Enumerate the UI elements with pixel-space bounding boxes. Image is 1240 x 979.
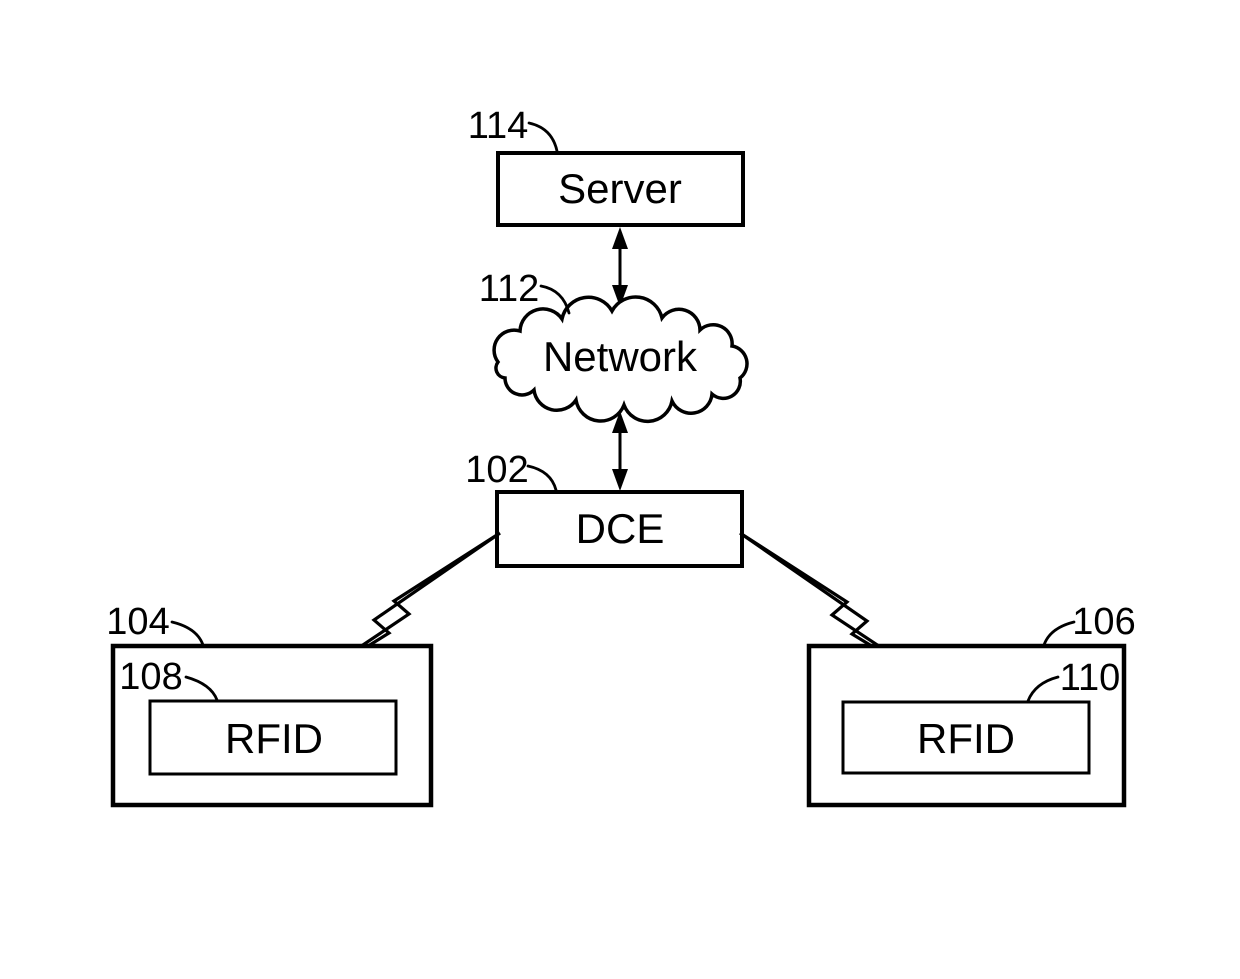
ref-label-dce: 102 — [465, 449, 528, 491]
arrow-head-up-icon — [612, 411, 628, 433]
leader-line-server — [527, 121, 559, 153]
ref-label-server: 114 — [468, 105, 529, 147]
server-box — [496, 151, 745, 227]
leader-line-rfid-left — [184, 675, 219, 702]
network-label: Network — [543, 333, 698, 380]
rfid-left-label: RFID — [225, 715, 323, 762]
ref-label-enclosure-left: 104 — [106, 601, 169, 643]
arrow-head-up-icon — [612, 227, 628, 249]
arrow-head-down-icon — [612, 285, 628, 307]
ref-label-rfid-left: 108 — [119, 656, 182, 698]
ref-label-network: 112 — [479, 268, 540, 310]
dce-label: DCE — [576, 505, 665, 552]
server-label: Server — [558, 165, 682, 212]
leader-line-enclosure-right — [1042, 620, 1076, 647]
arrow-head-down-icon — [612, 469, 628, 491]
leader-line-enclosure-left — [170, 620, 205, 647]
leader-line-network — [539, 284, 571, 315]
leader-line-dce — [526, 464, 558, 492]
rfid-right-box — [841, 700, 1091, 775]
arrow-server-network — [612, 227, 628, 307]
ref-label-rfid-right: 110 — [1060, 657, 1121, 699]
dce-box — [495, 490, 744, 568]
ref-label-enclosure-right: 106 — [1072, 601, 1135, 643]
rfid-right-label: RFID — [917, 715, 1015, 762]
rfid-left-box — [148, 699, 398, 776]
arrow-network-dce — [612, 411, 628, 491]
leader-line-rfid-right — [1026, 675, 1060, 703]
